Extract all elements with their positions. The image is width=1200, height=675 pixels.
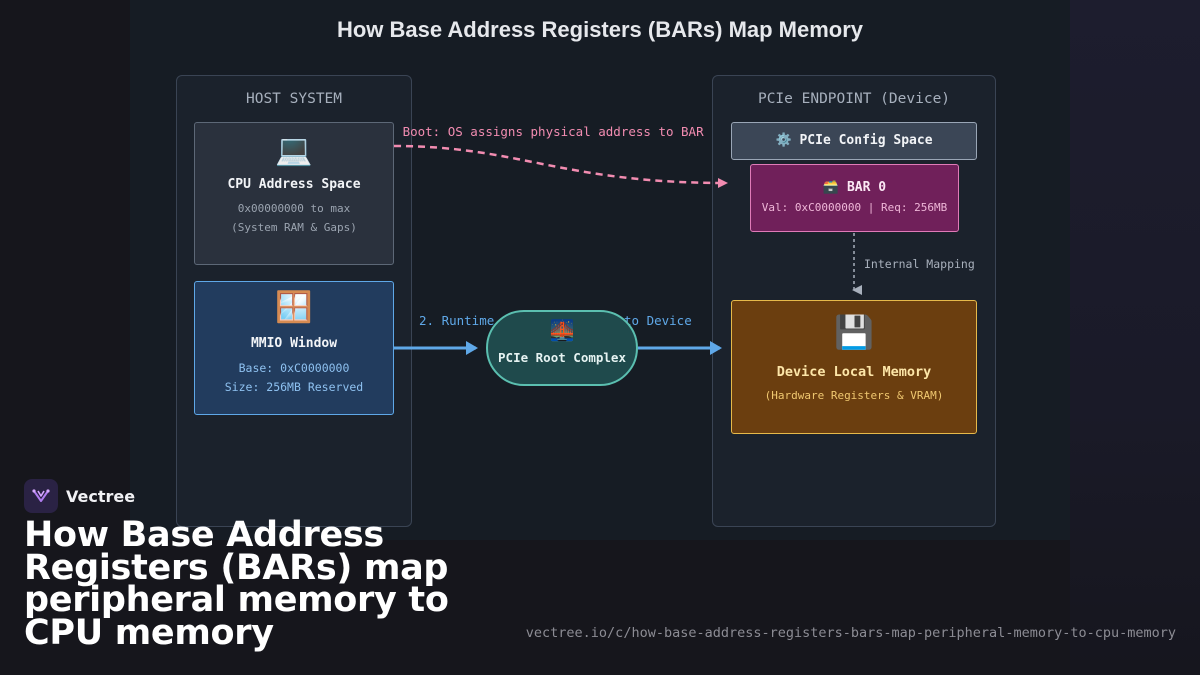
mmio-window-base: Base: 0xC0000000 [238, 361, 350, 375]
bridge-icon: 🌉 [549, 318, 575, 342]
laptop-icon: 💻 [275, 133, 313, 168]
cpu-address-space-note: (System RAM & Gaps) [231, 221, 357, 234]
bar0-title: BAR 0 [846, 180, 887, 195]
window-icon: 🪟 [275, 290, 313, 325]
brand: Vectree [24, 479, 135, 513]
cpu-address-space-range: 0x00000000 to max [237, 202, 351, 215]
bar0-node: 🗃️ BAR 0 Val: 0xC0000000 | Req: 256MB [750, 164, 959, 232]
pcie-root-complex-title: PCIe Root Complex [498, 350, 626, 365]
device-local-memory-node: 💾 Device Local Memory (Hardware Register… [731, 300, 977, 434]
diagram-title: How Base Address Registers (BARs) Map Me… [336, 17, 864, 42]
background-accent [1070, 0, 1200, 675]
pcie-config-space-title: PCIe Config Space [799, 133, 933, 148]
vectree-logo-icon [24, 479, 58, 513]
mmio-window-size: Size: 256MB Reserved [224, 380, 364, 394]
mmio-window-node: 🪟 MMIO Window Base: 0xC0000000 Size: 256… [194, 281, 394, 415]
runtime-edge-label-left: 2. Runtime [419, 313, 495, 328]
cpu-address-space-title: CPU Address Space [227, 177, 361, 192]
floppy-disk-icon: 💾 [834, 313, 874, 351]
host-system-title: HOST SYSTEM [245, 91, 343, 107]
bar0-value: Val: 0xC0000000 | Req: 256MB [761, 201, 948, 214]
pcie-endpoint-title: PCIe ENDPOINT (Device) [757, 91, 951, 107]
bar0-label: 🗃️ BAR 0 [751, 180, 958, 195]
mmio-window-title: MMIO Window [250, 336, 338, 351]
boot-arrow [393, 144, 728, 188]
brand-name: Vectree [66, 486, 136, 506]
card-index-icon: 🗃️ [822, 180, 840, 195]
internal-mapping-label: Internal Mapping [864, 257, 975, 271]
boot-edge-label: 1. Boot: OS assigns physical address to … [380, 124, 704, 139]
device-local-memory-title: Device Local Memory [776, 364, 932, 380]
device-local-memory-note: (Hardware Registers & VRAM) [764, 389, 944, 402]
gear-icon: ⚙️ [775, 133, 792, 148]
cpu-address-space-node: 💻 CPU Address Space 0x00000000 to max (S… [194, 122, 394, 265]
pcie-config-space-node: ⚙️ PCIe Config Space [731, 122, 977, 160]
page-title: How Base Address Registers (BARs) map pe… [24, 515, 449, 653]
pcie-config-space-label: ⚙️ PCIe Config Space [732, 133, 976, 148]
pcie-root-complex-node: 🌉 PCIe Root Complex [486, 310, 638, 386]
source-url[interactable]: vectree.io/c/how-base-address-registers-… [525, 625, 1176, 641]
runtime-edge-label-right: to Device [624, 313, 692, 328]
